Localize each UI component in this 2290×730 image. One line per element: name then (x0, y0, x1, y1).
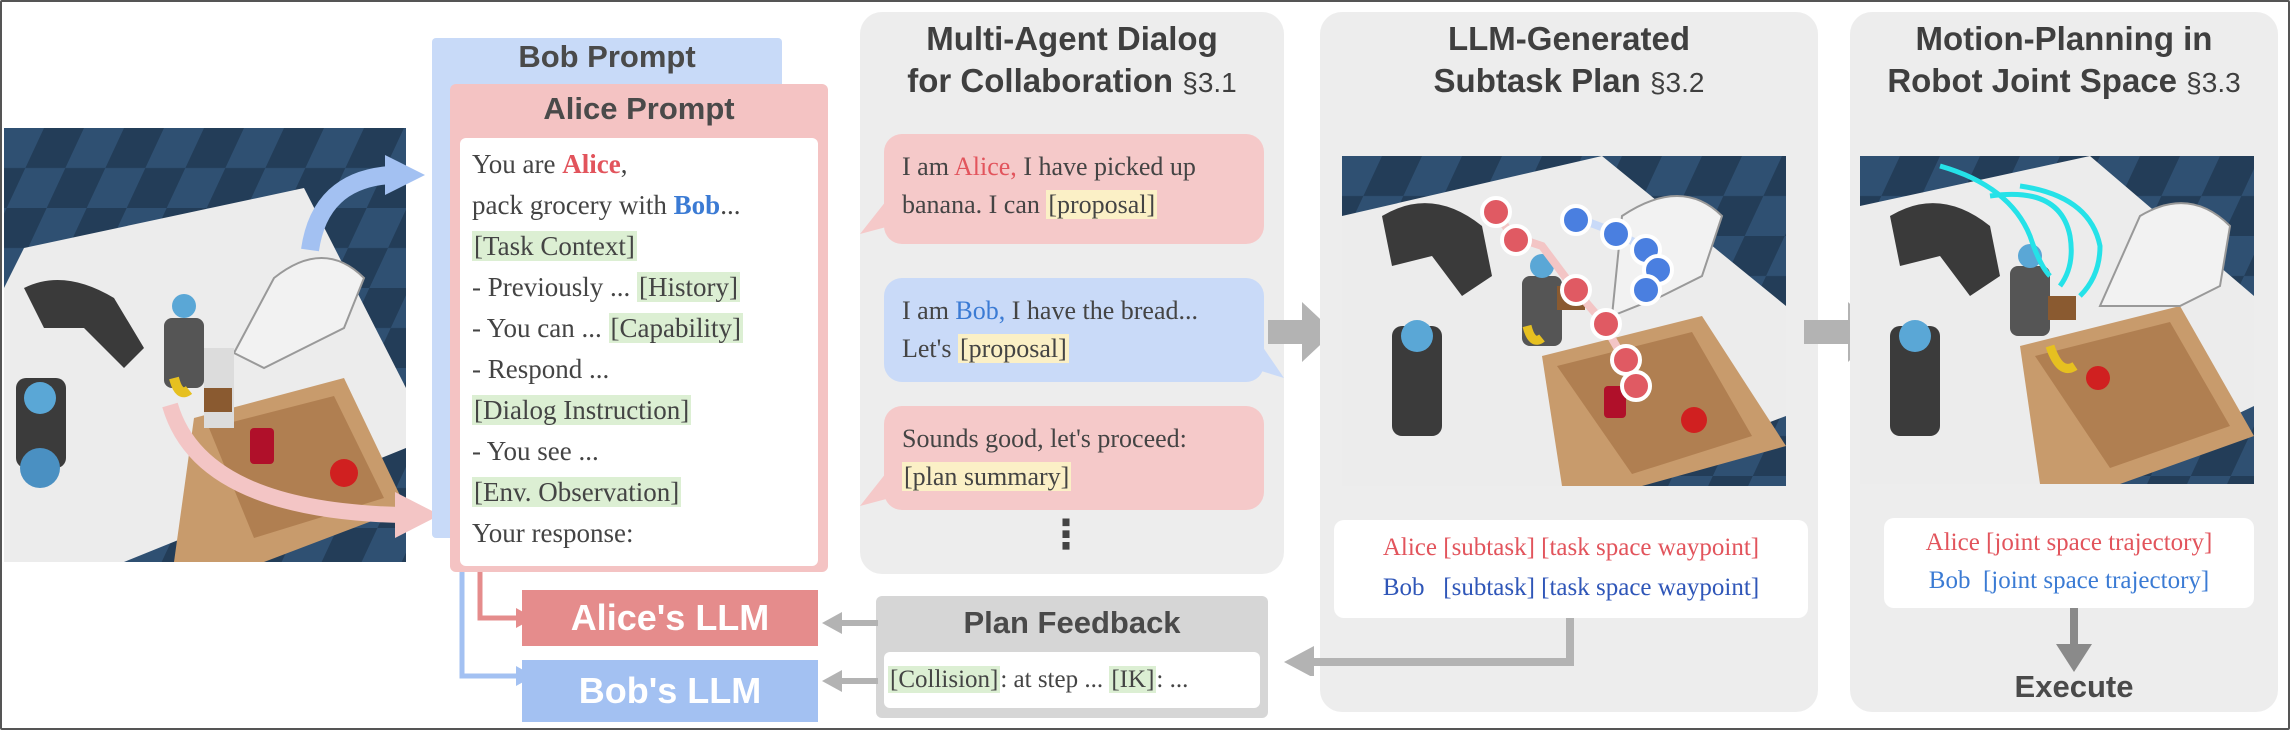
bob-waypoint-1 (1560, 204, 1592, 236)
prompt-line-9: [Env. Observation] (472, 477, 682, 507)
alice-waypoint-2 (1500, 224, 1532, 256)
plan-output-alice: Alice [subtask] [task space waypoint] (1382, 534, 1760, 561)
plan-output-box: Alice [subtask] [task space waypoint] Bo… (1334, 520, 1808, 618)
alice-prompt-title: Alice Prompt (543, 91, 735, 126)
prompt-line-1: You are Alice, (472, 149, 628, 179)
bubble-tail-bob (1258, 340, 1284, 378)
scene-image-waypoints (1342, 156, 1786, 486)
plan-feedback-body: [Collision]: at step ... [IK]: ... (884, 652, 1260, 708)
bob-prompt-title: Bob Prompt (518, 39, 696, 74)
motion-output-bob: Bob [joint space trajectory] (1928, 567, 2210, 594)
plan-panel-title: LLM-Generated Subtask Plan §3.2 (1433, 20, 1705, 99)
arrows-feedback-to-llm (822, 612, 878, 692)
scene-illustration (4, 128, 406, 562)
alice-waypoint-3 (1560, 274, 1592, 306)
bubble-tail-summary (860, 468, 890, 506)
scene-image-trajectory (1860, 156, 2254, 484)
arrow-to-bob-prompt (301, 155, 425, 252)
dialog-bubble-bob: I am Bob, I have the bread... Let's [pro… (884, 278, 1264, 382)
alice-llm-box: Alice's LLM (522, 590, 818, 646)
dialog-bubble-alice: I am Alice, I have picked up banana. I c… (884, 134, 1264, 244)
prompt-line-8: - You see ... (472, 436, 599, 466)
prompt-line-3: [Task Context] (472, 231, 637, 261)
prompt-line-2: pack grocery with Bob... (472, 190, 741, 220)
plan-output-bob: Bob [subtask] [task space waypoint] (1382, 574, 1760, 601)
prompt-line-4: - Previously ... [History] (472, 272, 740, 302)
bob-waypoint-5 (1630, 274, 1662, 306)
arrow-to-alice-prompt (162, 402, 440, 538)
motion-panel-title: Motion-Planning in Robot Joint Space §3.… (1887, 20, 2241, 99)
bob-llm-box: Bob's LLM (522, 660, 818, 722)
arrow-dialog-to-plan (1268, 302, 1334, 362)
dialog-ellipsis: ⋮ (1046, 512, 1086, 558)
alice-waypoint-1 (1480, 196, 1512, 228)
plan-feedback-title: Plan Feedback (963, 605, 1181, 640)
alice-name: Alice (562, 149, 621, 179)
arrow-plan-to-feedback (1284, 618, 1574, 676)
motion-output-box: Alice [joint space trajectory] Bob [join… (1884, 518, 2254, 608)
bob-waypoint-2 (1600, 218, 1632, 250)
prompt-line-6: - Respond ... (472, 354, 610, 384)
arrow-to-execute (2056, 608, 2092, 672)
dialog-panel-title: Multi-Agent Dialog for Collaboration §3.… (907, 20, 1237, 99)
bob-name: Bob (673, 190, 721, 220)
prompt-line-10: Your response: (472, 518, 634, 548)
alice-waypoint-4 (1590, 308, 1622, 340)
execute-label: Execute (2014, 669, 2134, 704)
scene-image-initial (4, 128, 406, 562)
motion-output-alice: Alice [joint space trajectory] (1925, 529, 2213, 556)
alice-prompt-body: You are Alice, pack grocery with Bob... … (460, 138, 818, 566)
dialog-bubble-summary: Sounds good, let's proceed: [plan summar… (884, 406, 1264, 510)
bubble-tail-alice (860, 196, 890, 234)
alice-waypoint-6 (1620, 370, 1652, 402)
prompt-line-7: [Dialog Instruction] (472, 395, 692, 425)
prompt-line-5: - You can ... [Capability] (472, 313, 743, 343)
